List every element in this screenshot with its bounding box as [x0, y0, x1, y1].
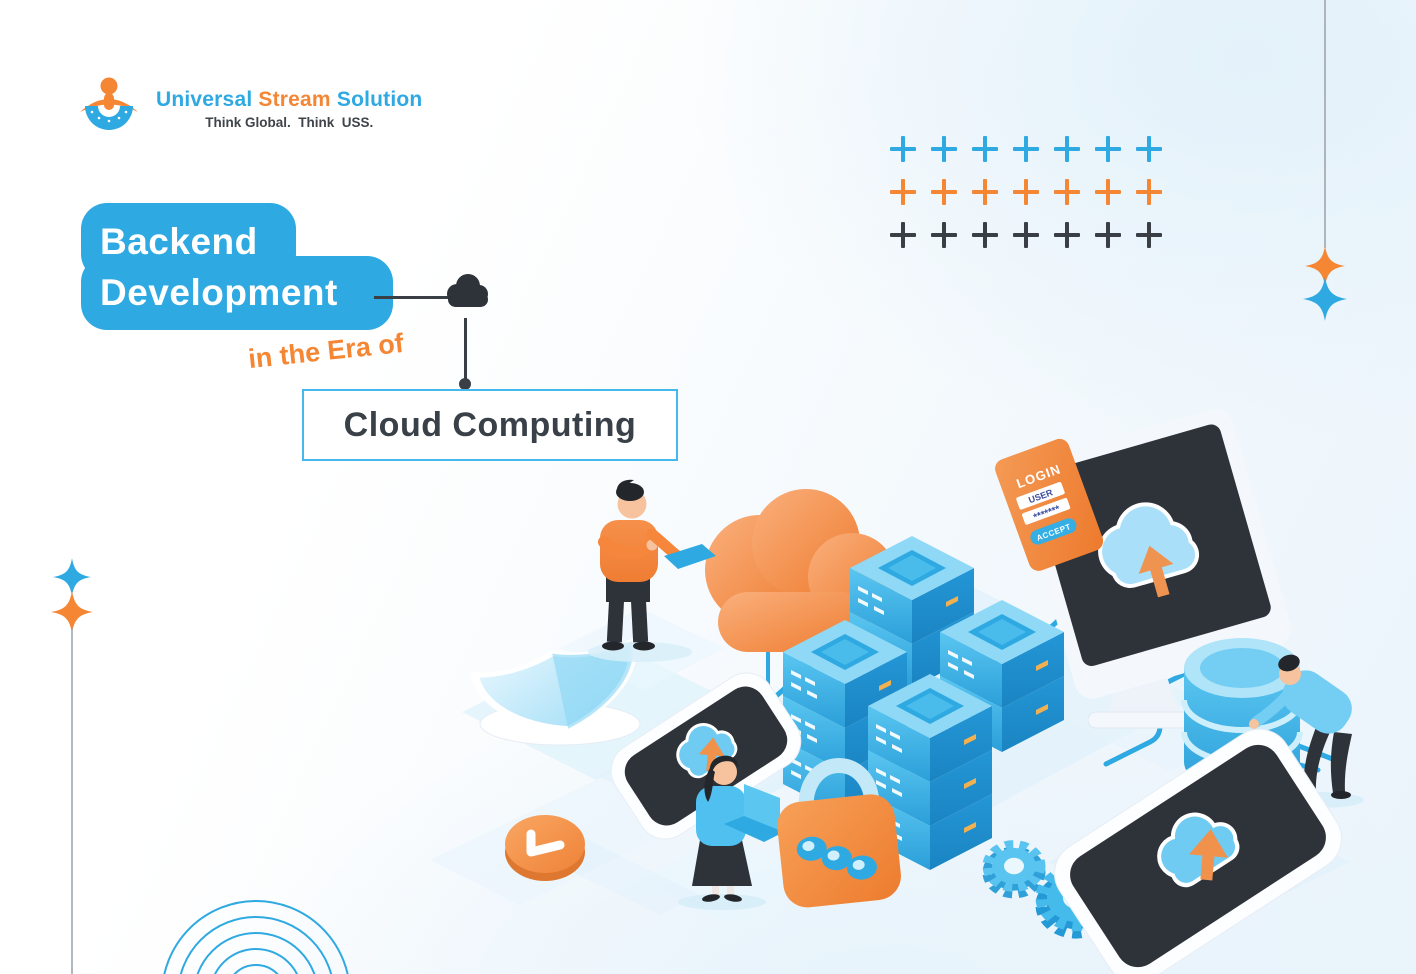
- tablet-device: [1054, 728, 1342, 974]
- handheld-tablet: [664, 544, 716, 569]
- plus-icon: [890, 136, 916, 162]
- plus-grid: [890, 136, 1162, 248]
- plus-icon: [1054, 222, 1080, 248]
- shield-icon: [470, 637, 641, 746]
- username-field: [1016, 482, 1065, 510]
- person-developer: [588, 479, 716, 662]
- password-field: [1022, 497, 1071, 525]
- plus-icon: [890, 222, 916, 248]
- sparkle-icon: [51, 591, 93, 633]
- logo-word: Stream: [258, 88, 331, 111]
- title-highlight: Cloud Computing: [343, 405, 637, 444]
- title-bubble-line2: Development: [81, 256, 393, 330]
- logo-tagline: Think Global. Think USS.: [205, 115, 374, 130]
- plus-icon: [1095, 222, 1121, 248]
- plus-icon: [972, 222, 998, 248]
- connector-line-vertical: [464, 318, 467, 382]
- title-line2: Development: [100, 272, 338, 313]
- plus-icon: [1095, 136, 1121, 162]
- plus-icon: [931, 136, 957, 162]
- logo-word: Solution: [336, 88, 423, 111]
- login-card: LOGIN USER ******* ACCEPT: [995, 438, 1104, 571]
- cloud-icon: [447, 274, 488, 307]
- padlock-icon: [777, 758, 901, 908]
- title-line1: Backend: [100, 220, 258, 262]
- hanging-line-left: [51, 558, 93, 974]
- plus-icon: [931, 179, 957, 205]
- logo-word: Universal: [156, 88, 253, 111]
- logo: Universal Stream Solution Think Global. …: [74, 76, 422, 142]
- person-woman: [678, 755, 784, 910]
- plus-icon: [1013, 222, 1039, 248]
- sparkle-icon: [1302, 276, 1348, 322]
- cloud-upload-icon: [1098, 502, 1200, 598]
- title-highlight-box: Cloud Computing: [302, 389, 678, 461]
- plus-icon: [972, 179, 998, 205]
- logo-name: Universal Stream Solution: [156, 88, 422, 112]
- sparkle-icon: [1305, 246, 1345, 286]
- plus-icon: [1136, 222, 1162, 248]
- monitor: [1016, 409, 1292, 729]
- sparkle-icon: [53, 558, 91, 596]
- plus-icon: [972, 136, 998, 162]
- concentric-circles: [163, 900, 349, 974]
- plus-icon: [1136, 179, 1162, 205]
- connector-line-horizontal: [374, 296, 456, 299]
- accept-button: [1030, 518, 1077, 545]
- hanging-line-right: [1302, 0, 1348, 322]
- smartphone-device: [610, 672, 802, 840]
- clock-icon: [505, 815, 585, 881]
- connector-dot: [459, 378, 471, 390]
- uss-logo-icon: [80, 77, 138, 130]
- plus-icon: [1136, 136, 1162, 162]
- plus-icon: [1054, 136, 1080, 162]
- plus-icon: [890, 179, 916, 205]
- cloud-sync-icon: [676, 722, 738, 779]
- plus-icon: [1054, 179, 1080, 205]
- plus-icon: [931, 222, 957, 248]
- cloud-sync-icon: [1157, 812, 1240, 888]
- plus-icon: [1013, 136, 1039, 162]
- plus-icon: [1013, 179, 1039, 205]
- plus-icon: [1095, 179, 1121, 205]
